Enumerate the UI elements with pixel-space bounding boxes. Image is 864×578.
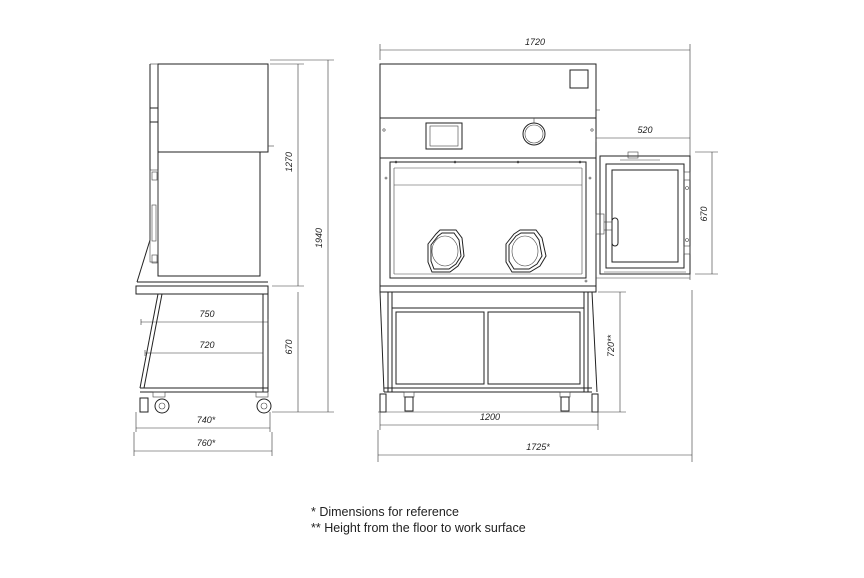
dim-total-width: 1720 xyxy=(525,37,545,47)
caster-wheel-right xyxy=(256,398,272,414)
note-work-surface-height: ** Height from the floor to work surface xyxy=(311,521,526,535)
front-view xyxy=(377,44,718,462)
note-reference-dimensions: * Dimensions for reference xyxy=(311,505,459,519)
side-view xyxy=(133,59,334,456)
front-caster-1 xyxy=(404,396,414,412)
glove-port-left xyxy=(427,229,465,273)
dim-depth-750: 750 xyxy=(199,309,214,319)
dim-overall-width: 1725* xyxy=(526,442,550,452)
side-control-box xyxy=(149,107,159,123)
dim-side-door-height: 670 xyxy=(699,206,709,221)
hood-label-plate xyxy=(569,69,589,89)
caster-wheel-left xyxy=(154,398,170,414)
dim-depth-760: 760* xyxy=(197,438,216,448)
glove-port-right xyxy=(505,229,547,273)
dim-total-height: 1940 xyxy=(314,228,324,248)
dim-upper-height: 1270 xyxy=(284,152,294,172)
door-handle xyxy=(611,217,619,247)
dim-stand-height: 670 xyxy=(284,339,294,354)
dim-depth-720: 720 xyxy=(199,340,214,350)
dim-work-surface-height: 720** xyxy=(606,334,616,357)
dim-stand-width: 1200 xyxy=(480,412,500,422)
side-handle xyxy=(151,204,157,242)
side-door xyxy=(595,151,691,279)
front-caster-2 xyxy=(560,396,570,412)
dim-side-door-width: 520 xyxy=(637,125,652,135)
pressure-gauge xyxy=(522,122,546,146)
dim-depth-740: 740* xyxy=(197,415,216,425)
touch-screen xyxy=(425,122,463,150)
